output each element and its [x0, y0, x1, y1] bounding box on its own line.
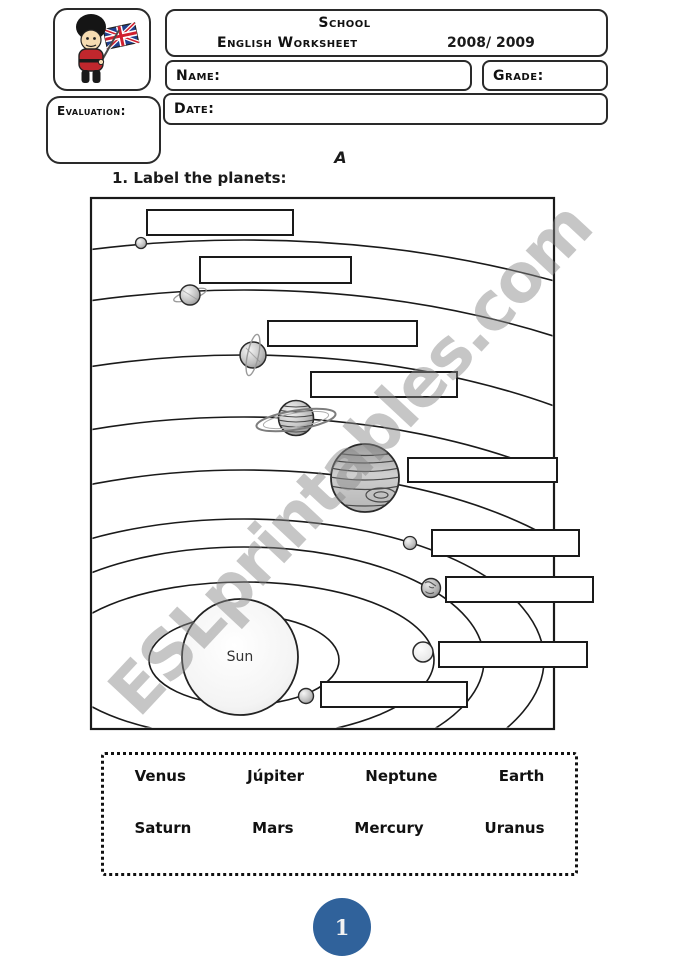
planet-3 [239, 333, 267, 377]
label-box-3[interactable] [267, 320, 418, 347]
word-saturn: Saturn [134, 819, 192, 837]
planet-5 [330, 443, 400, 513]
guard-leg [81, 70, 90, 83]
word-bank-row-2: Saturn Mars Mercury Uranus [104, 819, 575, 837]
title-box: School English Worksheet 2008/ 2009 [165, 9, 608, 57]
planet-1 [134, 236, 148, 250]
label-box-9[interactable] [320, 681, 468, 708]
guard-hand [97, 58, 105, 66]
word-uranus: Uranus [484, 819, 545, 837]
label-box-1[interactable] [146, 209, 294, 236]
word-jupiter: Júpiter [247, 767, 305, 785]
guard-image-box [53, 8, 151, 91]
orbit-5 [92, 469, 553, 541]
word-earth: Earth [498, 767, 545, 785]
page-number-badge: 1 [313, 898, 371, 956]
name-field[interactable]: Name: [165, 60, 472, 91]
label-box-8[interactable] [438, 641, 588, 668]
planet-2 [173, 284, 207, 306]
planet-6 [402, 535, 418, 551]
sun-label: Sun [227, 649, 254, 665]
british-guard-icon [76, 14, 140, 83]
label-box-6[interactable] [431, 529, 580, 557]
label-box-7[interactable] [445, 576, 594, 603]
instruction-text: 1. Label the planets: [112, 169, 287, 187]
orbit-2 [92, 289, 553, 337]
word-mercury: Mercury [354, 819, 424, 837]
date-label: Date: [174, 101, 215, 117]
planet-8 [412, 641, 434, 663]
section-letter: A [334, 148, 347, 167]
sun [181, 598, 299, 716]
evaluation-field[interactable]: Evaluation: [46, 96, 161, 164]
date-field[interactable]: Date: [163, 93, 608, 125]
name-label: Name: [176, 68, 221, 84]
flag-pole [100, 29, 120, 63]
orbit-1 [92, 239, 553, 282]
planet-7 [420, 577, 442, 599]
word-bank-row-1: Venus Júpiter Neptune Earth [104, 767, 575, 785]
guard-leg [92, 70, 101, 83]
school-year: 2008/ 2009 [447, 35, 535, 51]
word-neptune: Neptune [365, 767, 438, 785]
evaluation-label: Evaluation: [57, 104, 126, 118]
orbit-4 [92, 416, 553, 475]
grade-label: Grade: [493, 68, 544, 84]
worksheet-title: English Worksheet [217, 35, 358, 51]
word-venus: Venus [134, 767, 186, 785]
page-number: 1 [334, 914, 350, 940]
word-bank-box: Venus Júpiter Neptune Earth Saturn Mars … [101, 752, 578, 876]
label-box-2[interactable] [199, 256, 352, 284]
label-box-5[interactable] [407, 457, 558, 483]
label-box-4[interactable] [310, 371, 458, 398]
planet-9 [297, 687, 315, 705]
grade-field[interactable]: Grade: [482, 60, 608, 91]
word-mars: Mars [252, 819, 294, 837]
orbit-8 [92, 581, 435, 728]
school-label: School [318, 15, 371, 31]
